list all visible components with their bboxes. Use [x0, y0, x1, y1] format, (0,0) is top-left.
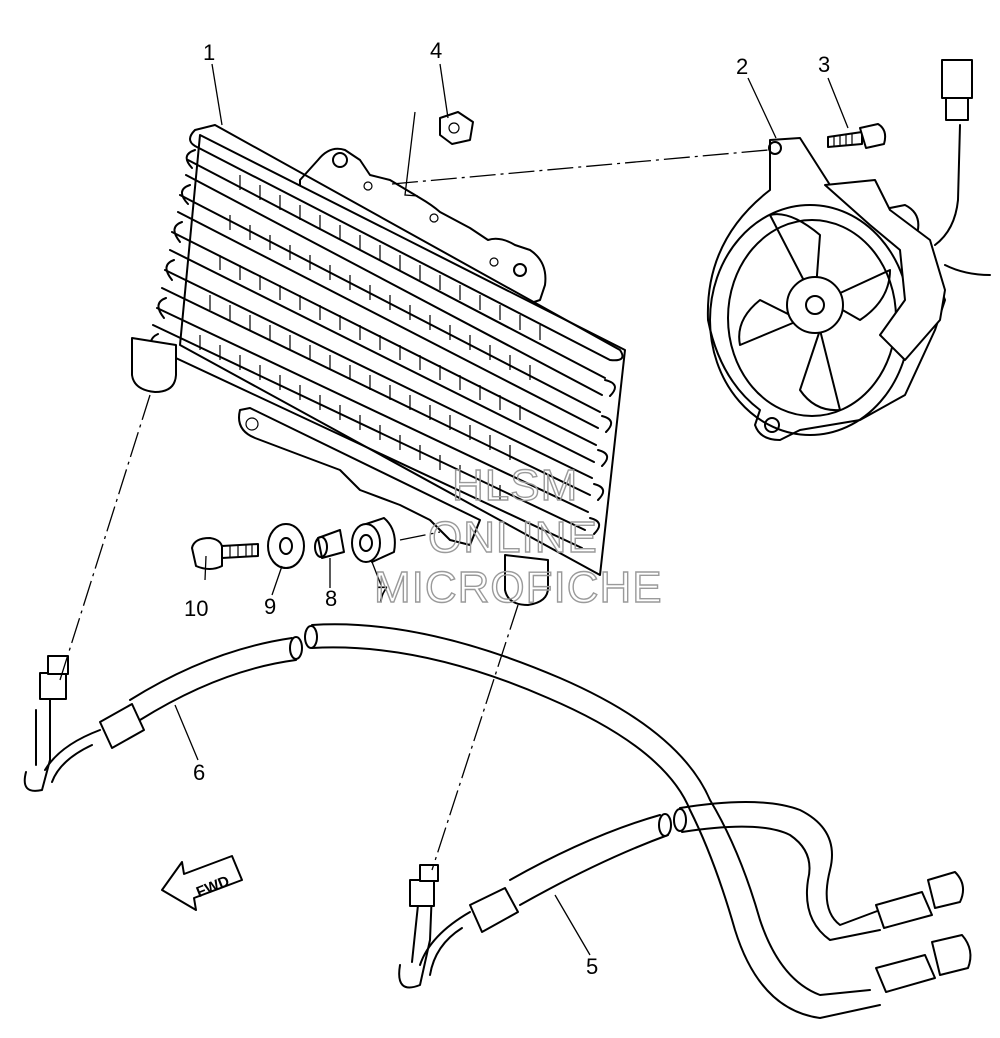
center-lines: [59, 149, 769, 871]
callout-7: 7: [376, 582, 388, 607]
fan-motor: [824, 179, 946, 361]
oil-hose-6[interactable]: [23, 636, 303, 792]
leader-lines: [174, 63, 849, 956]
washer[interactable]: [267, 523, 305, 569]
fan-blades: [738, 213, 891, 412]
oil-cooler[interactable]: [131, 124, 626, 606]
cooler-left-fitting: [131, 337, 177, 393]
fan-bolt[interactable]: [827, 123, 887, 149]
callout-labels: 1 2 3 4 5 6 7 8 9 10: [184, 38, 830, 979]
cooling-fan[interactable]: [706, 59, 991, 441]
callout-3: 3: [818, 52, 830, 77]
callout-10: 10: [184, 596, 208, 621]
watermark-line-1: HLSM: [452, 461, 578, 510]
collar[interactable]: [314, 529, 345, 559]
callout-1: 1: [203, 40, 215, 65]
watermark-line-3: MICROFICHE: [374, 563, 663, 612]
callout-5: 5: [586, 954, 598, 979]
callout-2: 2: [736, 54, 748, 79]
callout-8: 8: [325, 586, 337, 611]
oil-hose-5[interactable]: [304, 623, 972, 1019]
cooler-tubes: [147, 124, 624, 549]
grommet[interactable]: [351, 517, 396, 563]
callout-9: 9: [264, 594, 276, 619]
fan-wire: [934, 124, 991, 276]
cooler-bottom-bracket: [238, 407, 481, 546]
fwd-direction-arrow: FWD: [161, 855, 243, 911]
watermark: HLSM ONLINE MICROFICHE: [373, 460, 663, 612]
cooler-core: [179, 134, 626, 576]
cooler-top-bracket: [299, 147, 547, 306]
callout-4: 4: [430, 38, 442, 63]
watermark-line-2: ONLINE: [428, 513, 598, 562]
fan-connector: [941, 59, 973, 99]
clip-nut[interactable]: [439, 111, 474, 145]
cooler-right-fitting: [504, 554, 549, 606]
flange-bolt[interactable]: [191, 537, 259, 570]
callout-6: 6: [193, 760, 205, 785]
